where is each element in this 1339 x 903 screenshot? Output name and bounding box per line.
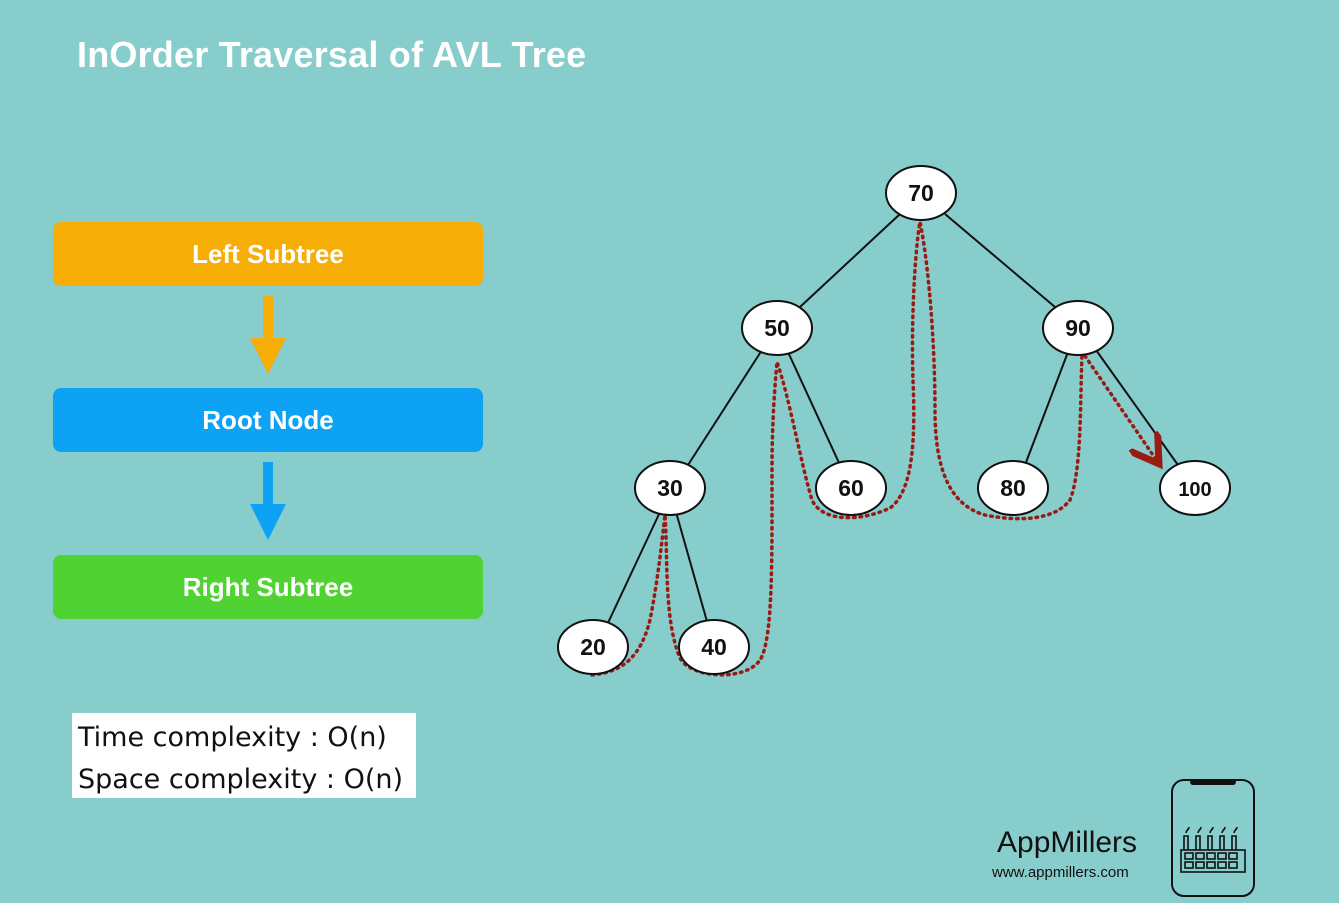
right-subtree-step: Right Subtree — [53, 555, 483, 619]
tree-node-label: 30 — [657, 475, 683, 501]
tree-node-label: 80 — [1000, 475, 1026, 501]
arrow-down-icon — [250, 296, 286, 374]
tree-node-label: 60 — [838, 475, 864, 501]
tree-node: 50 — [741, 300, 813, 356]
traversal-arrow — [1083, 354, 1155, 458]
time-complexity: Time complexity : O(n) — [78, 722, 387, 753]
tree-node-label: 20 — [580, 634, 606, 660]
tree-node: 40 — [678, 619, 750, 675]
brand-url: www.appmillers.com — [992, 864, 1129, 881]
tree-node: 20 — [557, 619, 629, 675]
tree-node-label: 70 — [908, 180, 934, 206]
tree-node-circle — [1159, 460, 1231, 516]
tree-edge — [687, 349, 763, 466]
tree-nodes: 70 50 90 30 60 80 100 20 40 — [557, 165, 1231, 675]
space-complexity: Space complexity : O(n) — [78, 764, 404, 795]
tree-node: 30 — [634, 460, 706, 516]
tree-edges — [606, 213, 1179, 626]
tree-node: 100 — [1159, 460, 1231, 516]
tree-node-label: 90 — [1065, 315, 1091, 341]
tree-edge — [675, 511, 709, 626]
left-subtree-step: Left Subtree — [53, 222, 483, 286]
brand-name: AppMillers — [997, 826, 1138, 859]
tree-edge — [787, 351, 841, 466]
traversal-path — [590, 221, 1084, 677]
tree-node-circle — [885, 165, 957, 221]
factory-phone-logo — [1171, 779, 1255, 897]
tree-edge — [606, 511, 661, 626]
tree-node-label: 50 — [764, 315, 790, 341]
page-title: InOrder Traversal of AVL Tree — [77, 34, 587, 75]
tree-edge — [944, 213, 1056, 308]
tree-node: 70 — [885, 165, 957, 221]
tree-node-circle — [741, 300, 813, 356]
tree-node-circle — [678, 619, 750, 675]
tree-node: 90 — [1042, 300, 1114, 356]
tree-node-label: 40 — [701, 634, 727, 660]
tree-edge — [1095, 349, 1179, 466]
tree-node-circle — [557, 619, 629, 675]
arrow-down-icon — [250, 462, 286, 540]
tree-edge — [799, 213, 901, 308]
root-node-step: Root Node — [53, 388, 483, 452]
tree-edge — [1024, 351, 1069, 466]
tree-node-circle — [634, 460, 706, 516]
tree-node: 80 — [977, 460, 1049, 516]
tree-node-circle — [977, 460, 1049, 516]
tree-node-circle — [815, 460, 887, 516]
complexity-box: Time complexity : O(n) Space complexity … — [72, 713, 416, 798]
tree-node: 60 — [815, 460, 887, 516]
tree-node-circle — [1042, 300, 1114, 356]
tree-node-label: 100 — [1178, 479, 1211, 501]
